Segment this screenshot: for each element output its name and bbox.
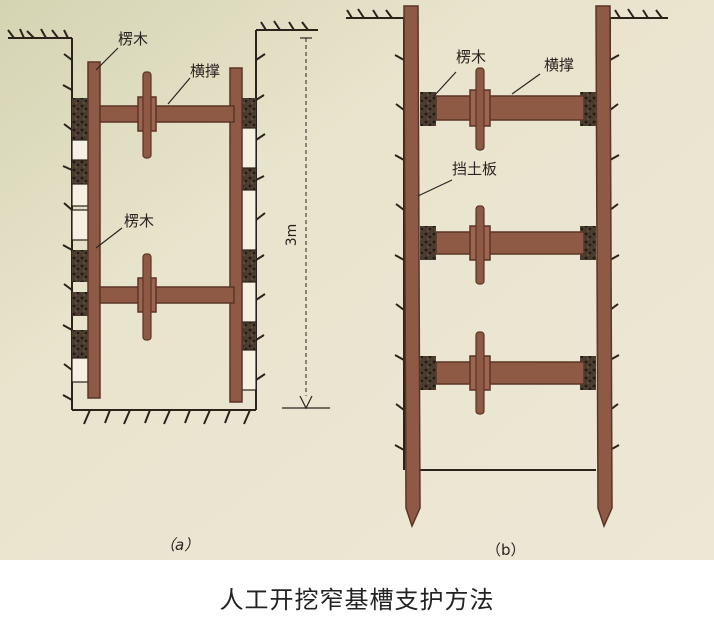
caption-bar: 人工开挖窄基槽支护方法	[0, 560, 714, 628]
leader-line	[95, 227, 123, 249]
leader-line	[167, 77, 191, 105]
soil-block	[72, 292, 90, 316]
label-board-b: 挡土板	[452, 160, 497, 178]
diagram-canvas: 楞木 横撑 楞木 3m （a）	[0, 0, 714, 560]
soil-block	[240, 98, 256, 128]
soil-block	[72, 250, 90, 282]
label-waling-top-a: 楞木	[118, 30, 148, 48]
strut-upper-a	[99, 71, 235, 159]
soil-block	[72, 160, 90, 184]
dimension-label: 3m	[284, 224, 300, 247]
figure-caption: 人工开挖窄基槽支护方法	[219, 586, 495, 614]
ground-right-a	[256, 20, 318, 31]
soil-block	[240, 250, 256, 282]
trench-bottom-a	[72, 409, 256, 425]
leader-line	[511, 73, 541, 95]
diagram-b: 楞木 横撑 挡土板 （b）	[346, 5, 668, 559]
leader-line	[95, 47, 119, 71]
soil-block	[72, 330, 90, 358]
diagram-a: 楞木 横撑 楞木 3m （a）	[7, 20, 330, 554]
horizontal-boards-a	[71, 127, 257, 391]
soil-block	[72, 98, 90, 140]
panel-label-b: （b）	[486, 541, 526, 559]
label-waling-mid-a: 楞木	[124, 212, 154, 230]
ground-left-b	[346, 8, 404, 19]
strut-lower-a	[99, 253, 235, 341]
label-strut-b: 横撑	[544, 56, 574, 74]
leader-line	[433, 71, 457, 97]
strut-level-3-b	[420, 331, 596, 415]
sheet-pile-right-b	[595, 5, 613, 529]
label-strut-top-a: 横撑	[190, 62, 220, 80]
soil-block	[240, 322, 256, 350]
ground-left-a	[7, 28, 72, 39]
ground-right-b	[610, 8, 668, 19]
dimension-3m: 3m	[282, 37, 330, 410]
waling-right-a	[229, 67, 243, 403]
waling-left-a	[87, 61, 101, 399]
label-waling-b: 楞木	[456, 48, 486, 66]
diagram-photo: 楞木 横撑 楞木 3m （a）	[0, 0, 714, 560]
panel-label-a: （a）	[160, 536, 199, 554]
soil-block	[240, 168, 256, 190]
strut-level-1-b	[420, 67, 596, 151]
leader-line	[417, 179, 453, 197]
strut-level-2-b	[420, 205, 596, 285]
sheet-pile-left-b	[403, 5, 421, 529]
